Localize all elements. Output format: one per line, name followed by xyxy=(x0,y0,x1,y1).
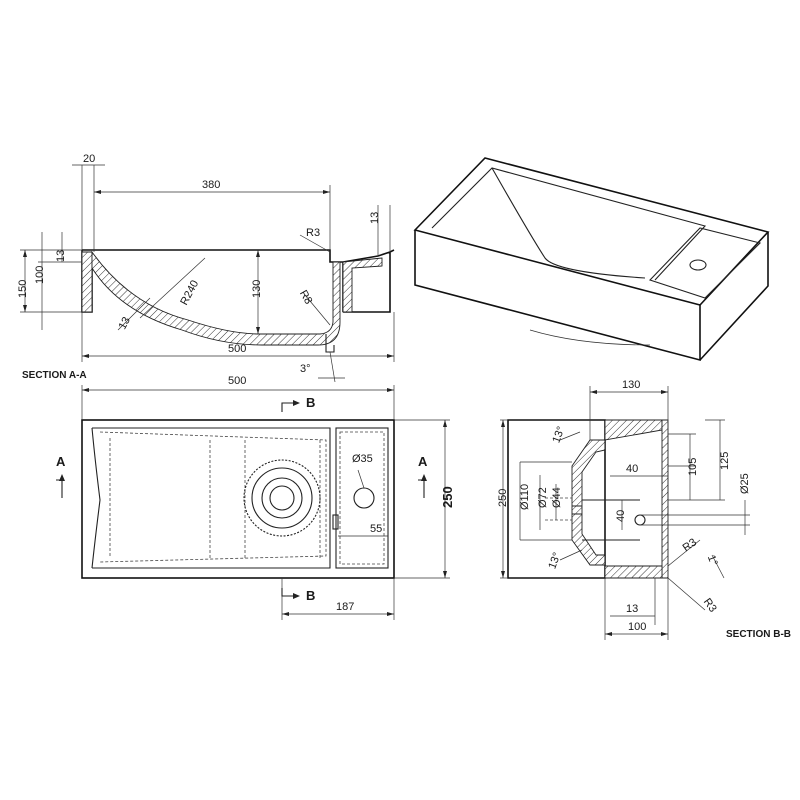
dim-bb-40-v: 40 xyxy=(615,510,627,522)
top-view: Ø35 55 500 250 187 B B A xyxy=(56,375,455,620)
dim-bb-125: 125 xyxy=(719,452,731,470)
section-bb-view: 130 13° 105 125 40 Ø25 250 Ø110 Ø72 Ø44 xyxy=(497,379,791,640)
tap-hole xyxy=(353,487,375,509)
dim-bb-d72: Ø72 xyxy=(537,487,549,508)
dim-aa-13-diag: 13 xyxy=(117,315,133,331)
cut-marker-a-right: A xyxy=(418,454,428,469)
dim-aa-130: 130 xyxy=(251,280,263,298)
dim-aa-angle3: 3° xyxy=(300,363,311,375)
dim-aa-380: 380 xyxy=(202,179,220,191)
dim-aa-r8: R8 xyxy=(297,288,314,306)
dim-bb-d44: Ø44 xyxy=(551,487,563,508)
section-aa-basin-shell xyxy=(91,250,341,346)
dim-bb-angle13-top: 13° xyxy=(550,425,567,445)
dim-aa-20: 20 xyxy=(83,153,95,165)
dim-bb-40-h: 40 xyxy=(626,463,638,475)
dim-bb-d25: Ø25 xyxy=(739,473,751,494)
dim-bb-250: 250 xyxy=(497,489,509,507)
section-aa-left-wall xyxy=(81,251,93,313)
cut-marker-b-bottom: B xyxy=(306,588,315,603)
iso-tap-hole xyxy=(689,259,707,271)
dim-aa-13-left: 13 xyxy=(55,250,67,262)
dim-bb-r3-b: R3 xyxy=(701,596,719,614)
section-aa-title: SECTION A-A xyxy=(22,370,87,381)
dim-bb-105: 105 xyxy=(687,458,699,476)
section-aa-right-rim xyxy=(342,257,383,313)
dim-aa-13-right: 13 xyxy=(369,212,381,224)
dim-aa-100: 100 xyxy=(34,266,46,284)
dim-aa-r240: R240 xyxy=(178,278,201,307)
section-bb-title: SECTION B-B xyxy=(726,629,791,640)
dim-bb-angle13-bottom: 13° xyxy=(546,551,563,571)
dim-bb-13: 13 xyxy=(626,603,638,615)
dim-top-d35: Ø35 xyxy=(352,453,373,465)
dim-bb-130: 130 xyxy=(622,379,640,391)
dim-bb-d110: Ø110 xyxy=(519,484,531,510)
dim-top-500: 500 xyxy=(228,375,246,387)
dim-aa-150: 150 xyxy=(17,280,29,298)
isometric-view xyxy=(413,157,770,362)
section-aa-view: 20 380 R3 13 150 100 13 R240 130 R8 13 xyxy=(17,153,395,383)
top-view-outline xyxy=(81,419,395,579)
dim-top-250: 250 xyxy=(440,486,455,508)
dim-aa-r3: R3 xyxy=(306,227,320,239)
dim-top-187: 187 xyxy=(336,601,354,613)
dim-top-55: 55 xyxy=(370,523,382,535)
dim-bb-r3-a: R3 xyxy=(681,536,699,554)
dim-bb-100: 100 xyxy=(628,621,646,633)
cut-marker-b-top: B xyxy=(306,395,315,410)
cut-marker-a-left: A xyxy=(56,454,66,469)
drain-outer xyxy=(243,459,321,537)
dim-aa-500: 500 xyxy=(228,343,246,355)
dim-bb-angle1: 1° xyxy=(705,553,720,567)
